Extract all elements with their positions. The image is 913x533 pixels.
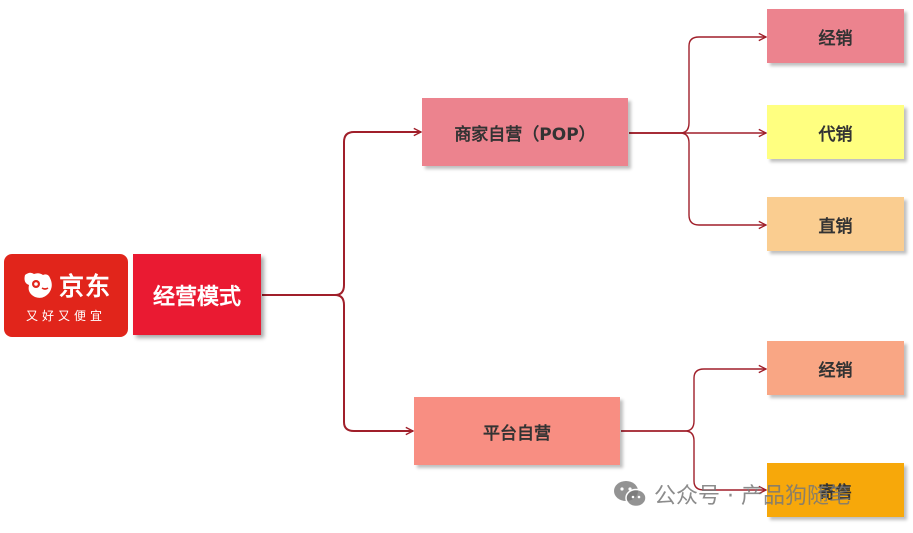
branch-node-platform-self-operated: 平台自营	[414, 397, 620, 465]
connector-root-to-pop	[262, 132, 421, 296]
root-node-business-model: 经营模式	[133, 254, 261, 335]
leaf-node-direct-sales: 直销	[767, 197, 904, 251]
leaf-node-distribution: 经销	[767, 9, 904, 63]
connector-root-to-platform	[262, 294, 413, 431]
logo-brand-name: 京东	[58, 272, 111, 301]
connector-pop-to-child-3	[629, 132, 766, 225]
jd-dog-mascot-icon	[24, 272, 52, 298]
leaf-node-distribution-platform: 经销	[767, 341, 904, 395]
watermark-text: 公众号 · 产品狗随笔	[654, 484, 851, 509]
wechat-icon	[614, 481, 647, 508]
connector-platform-to-child-2	[621, 430, 766, 490]
logo-slogan: 又好又便宜	[25, 309, 106, 323]
branch-node-merchant-self-operated: 商家自营（POP）	[422, 98, 628, 166]
connector-pop-to-child-1	[629, 37, 766, 134]
jd-logo: 京东 又好又便宜	[4, 254, 128, 337]
leaf-node-consignment-sales: 代销	[767, 105, 904, 159]
watermark: 公众号 · 产品狗随笔	[612, 478, 851, 510]
leaf-node-consignment: 寄售	[767, 463, 904, 517]
connector-platform-to-child-1	[621, 369, 766, 432]
